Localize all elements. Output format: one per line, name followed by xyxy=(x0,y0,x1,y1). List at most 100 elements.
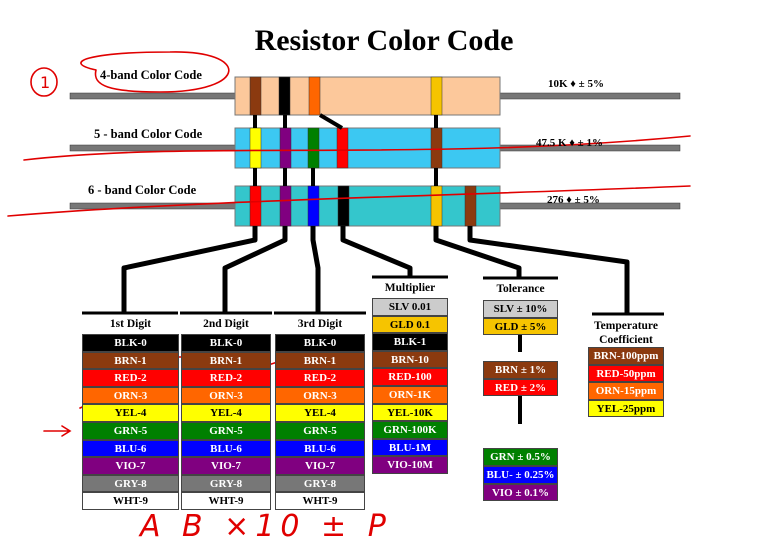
color-cell: WHT-9 xyxy=(275,492,365,510)
color-cell: RED ± 2% xyxy=(483,378,558,397)
color-cell: BRN-100ppm xyxy=(588,347,664,365)
color-cell: YEL-4 xyxy=(181,404,271,422)
color-cell: BLK-0 xyxy=(275,334,365,352)
color-cell: GRN-5 xyxy=(275,421,365,440)
resistor-4band-rating: 10K ♦ ± 5% xyxy=(548,78,604,90)
color-cell: BLK-0 xyxy=(82,334,179,352)
temperature-coefficient-title: Temperature Coefficient xyxy=(594,320,658,346)
color-cell: YEL-10K xyxy=(372,403,448,422)
color-cell: SLV 0.01 xyxy=(372,298,448,316)
color-cell: BRN-1 xyxy=(82,351,179,370)
color-cell: GRY-8 xyxy=(181,474,271,493)
connector-tolerance xyxy=(433,226,522,279)
ink-circled-number: 1 xyxy=(40,73,50,92)
color-band xyxy=(279,185,292,227)
connector-second-digit xyxy=(222,226,288,312)
color-cell: VIO ± 0.1% xyxy=(483,483,558,502)
color-cell: SLV ± 10% xyxy=(483,300,558,318)
color-band xyxy=(249,185,262,227)
ink-oval xyxy=(80,51,230,93)
connector-first-digit xyxy=(121,226,258,312)
color-cell: BLK-0 xyxy=(181,334,271,352)
first-digit-title: 1st Digit xyxy=(109,318,152,330)
connector-temperature xyxy=(467,226,630,314)
color-cell: WHT-9 xyxy=(181,492,271,510)
color-cell: GRN-5 xyxy=(181,421,271,440)
color-cell: GLD 0.1 xyxy=(372,315,448,334)
color-cell: BRN-1 xyxy=(181,351,271,370)
ink-strike-line xyxy=(7,185,691,217)
color-band xyxy=(278,76,291,116)
color-cell: YEL-25ppm xyxy=(588,399,664,418)
color-band xyxy=(307,127,320,169)
tolerance-title: Tolerance xyxy=(496,283,545,295)
ink-handwriting: A B ×10 ± P xyxy=(138,509,392,540)
color-band xyxy=(307,185,320,227)
resistor-5band-label: 5 - band Color Code xyxy=(94,127,203,141)
color-cell: GRN ± 0.5% xyxy=(483,448,558,466)
ink-strike-line xyxy=(23,135,691,161)
third-digit-title: 3rd Digit xyxy=(297,318,343,330)
color-band xyxy=(430,185,443,227)
color-cell: ORN-3 xyxy=(275,386,365,405)
resistor-body xyxy=(234,127,501,169)
connector-multiplier xyxy=(340,226,413,276)
color-cell: GRN-5 xyxy=(82,421,179,440)
page-title: Resistor Color Code xyxy=(254,24,514,57)
tolerance-table: Tolerance SLV ± 10%GLD ± 5% BRN ± 1%RED ±… xyxy=(483,283,558,502)
resistor-6band-label: 6 - band Color Code xyxy=(88,183,197,197)
color-cell: WHT-9 xyxy=(82,492,179,510)
ink-arrow xyxy=(43,425,72,437)
color-cell: GLD ± 5% xyxy=(483,317,558,336)
color-cell: RED-2 xyxy=(275,369,365,387)
color-cell: ORN-15ppm xyxy=(588,382,664,400)
color-band xyxy=(336,127,349,169)
color-cell: GRN-100K xyxy=(372,421,448,439)
color-cell: YEL-4 xyxy=(275,404,365,422)
color-cell: BLU- ± 0.25% xyxy=(483,465,558,484)
color-cell: ORN-3 xyxy=(82,386,179,405)
color-band xyxy=(249,127,262,169)
color-cell: GRY-8 xyxy=(275,474,365,493)
color-cell: VIO-7 xyxy=(82,457,179,475)
color-cell: BLU-6 xyxy=(275,439,365,458)
color-cell: RED-50ppm xyxy=(588,364,664,383)
color-cell: YEL-4 xyxy=(82,404,179,422)
color-band xyxy=(308,76,321,116)
color-cell: BLK-1 xyxy=(372,333,448,351)
color-band xyxy=(464,185,477,227)
band-link-line xyxy=(318,113,344,130)
second-digit-title: 2nd Digit xyxy=(203,318,249,330)
color-band xyxy=(430,127,443,169)
color-cell: RED-100 xyxy=(372,368,448,386)
resistor-body xyxy=(234,185,501,227)
color-cell: GRY-8 xyxy=(82,474,179,493)
color-cell: BLU-1M xyxy=(372,438,448,457)
multiplier-title: Multiplier xyxy=(384,282,436,294)
color-cell: ORN-1K xyxy=(372,385,448,404)
color-cell: VIO-10M xyxy=(372,456,448,474)
color-cell: RED-2 xyxy=(82,369,179,387)
color-cell: BRN-1 xyxy=(275,351,365,370)
color-cell: BLU-6 xyxy=(82,439,179,458)
color-band xyxy=(279,127,292,169)
ink-circle xyxy=(30,67,58,97)
color-cell: RED-2 xyxy=(181,369,271,387)
color-band xyxy=(249,76,262,116)
color-band xyxy=(337,185,350,227)
connector-third-digit xyxy=(310,226,321,312)
color-band xyxy=(430,76,443,116)
color-cell: BRN-10 xyxy=(372,350,448,369)
color-cell: VIO-7 xyxy=(275,457,365,475)
color-cell: BRN ± 1% xyxy=(483,361,558,379)
resistor-6band-rating: 276 ♦ ± 5% xyxy=(547,194,600,206)
color-cell: VIO-7 xyxy=(181,457,271,475)
resistor-5band-rating: 47.5 K ♦ ± 1% xyxy=(536,137,603,149)
color-cell: BLU-6 xyxy=(181,439,271,458)
